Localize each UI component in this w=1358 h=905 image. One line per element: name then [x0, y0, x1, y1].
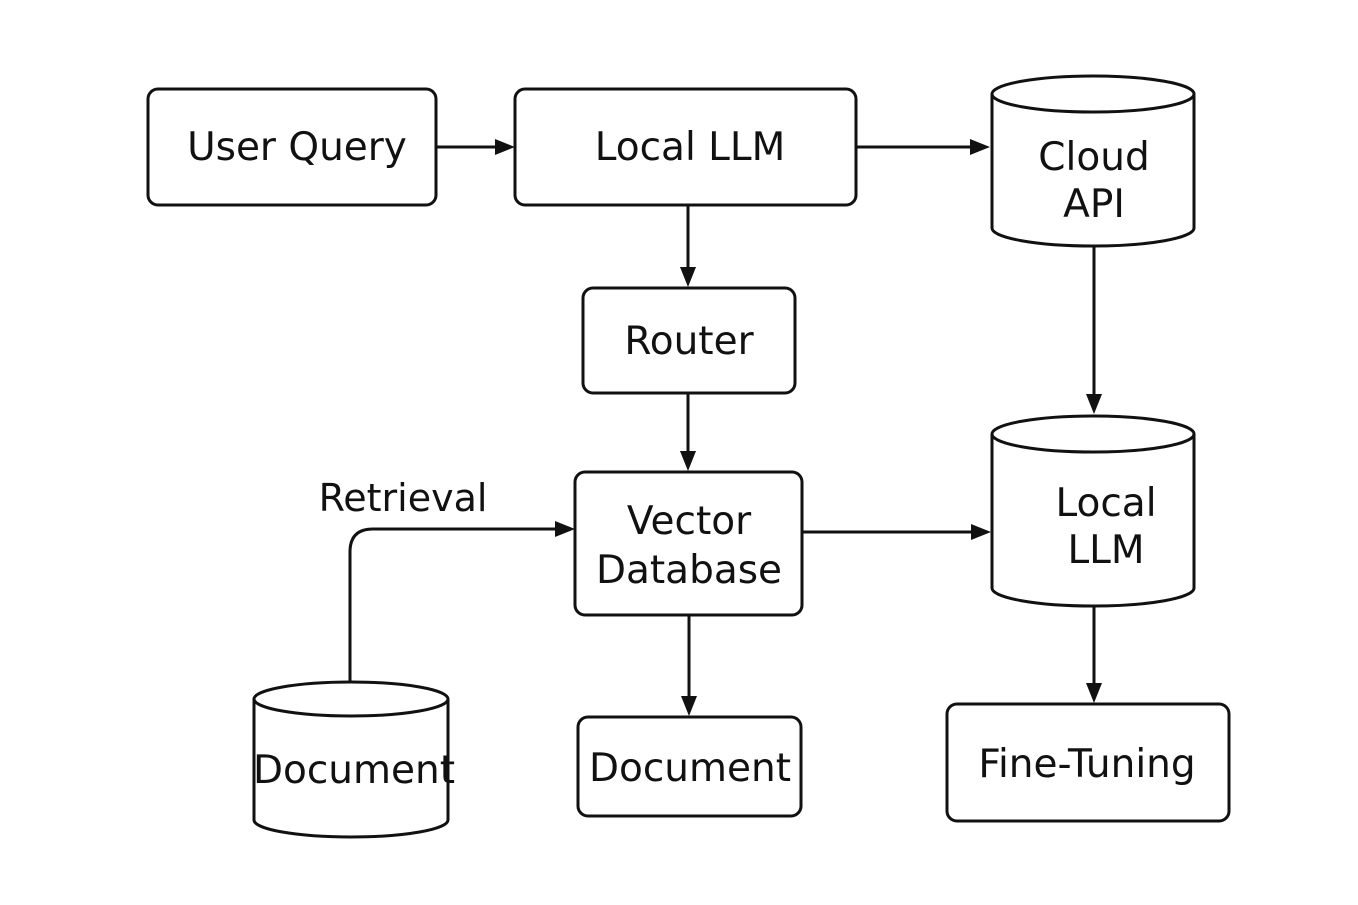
arrowhead-cloud-api-to-local-llm-db: [1086, 394, 1102, 414]
local-llm-top-label: Local LLM: [595, 125, 786, 170]
fine-tuning-box: [945, 702, 1231, 823]
node-local-llm-db[interactable]: Local LLM: [990, 414, 1196, 608]
node-local-llm-top[interactable]: Local LLM: [513, 87, 858, 207]
cloud-api-label-line2: API: [1063, 182, 1125, 227]
arrowhead-user-query-to-local-llm: [495, 139, 515, 155]
router-box: [581, 286, 797, 395]
arrowhead-router-to-vector-db: [680, 451, 696, 471]
local-llm-db-cylinder-body: [990, 434, 1196, 608]
node-vector-database[interactable]: Vector Database: [573, 470, 804, 617]
edge-retrieval: [348, 527, 558, 682]
user-query-label: User Query: [187, 125, 407, 170]
arrowhead-local-llm-to-router: [680, 267, 696, 287]
router-label: Router: [624, 319, 754, 364]
arrowhead-vector-db-to-document-box: [681, 696, 697, 716]
local-llm-db-label-line1: Local: [1055, 481, 1156, 526]
local-llm-db-label-line2: LLM: [1067, 528, 1144, 573]
node-document-box[interactable]: Document: [576, 715, 803, 818]
edges: [348, 139, 1102, 716]
arrowhead-vector-db-to-local-llm-db: [971, 524, 991, 540]
cloud-api-cylinder-top: [990, 74, 1196, 114]
document-box-box: [576, 715, 803, 818]
local-llm-db-cylinder-top: [990, 414, 1196, 454]
fine-tuning-label: Fine-Tuning: [978, 742, 1195, 787]
cloud-api-label-line1: Cloud: [1038, 135, 1149, 180]
document-box-label: Document: [589, 746, 791, 791]
node-fine-tuning[interactable]: Fine-Tuning: [945, 702, 1231, 823]
vector-database-label-line1: Vector: [627, 499, 752, 544]
node-document-db[interactable]: Document: [252, 680, 455, 839]
arrowhead-local-llm-db-to-fine-tuning: [1086, 683, 1102, 703]
vector-database-box: [573, 470, 804, 617]
retrieval-edge-label: Retrieval: [319, 476, 488, 520]
node-cloud-api[interactable]: Cloud API: [990, 74, 1196, 248]
local-llm-top-box: [513, 87, 858, 207]
arrowhead-retrieval: [555, 521, 575, 537]
document-db-cylinder-body: [252, 699, 450, 839]
user-query-box: [146, 87, 438, 207]
arrowhead-local-llm-to-cloud-api: [970, 139, 990, 155]
document-db-label: Document: [253, 748, 455, 793]
node-router[interactable]: Router: [581, 286, 797, 395]
node-user-query[interactable]: User Query: [146, 87, 438, 207]
cloud-api-cylinder-body: [990, 94, 1196, 248]
vector-database-label-line2: Database: [596, 548, 782, 593]
document-db-cylinder-top: [252, 680, 450, 718]
